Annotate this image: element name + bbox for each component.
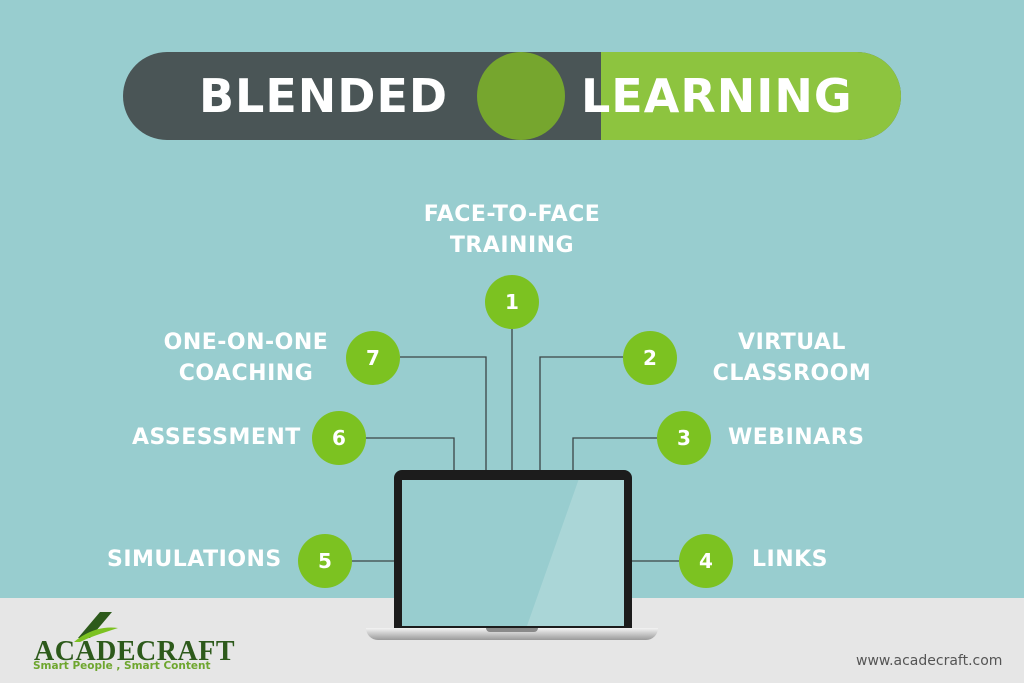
node-4-circle: 4 [679,534,733,588]
node-2-label: VIRTUAL CLASSROOM [712,330,872,386]
website-link[interactable]: www.acadecraft.com [856,653,1003,669]
node-6-label: ASSESSMENT [132,425,301,450]
title-divider-circle [477,52,565,140]
node-2-circle: 2 [623,331,677,385]
screen-glare [522,480,624,626]
laptop-base [366,628,658,640]
node-3-label: WEBINARS [728,425,865,450]
node-6-circle: 6 [312,411,366,465]
node-3-circle: 3 [657,411,711,465]
acadecraft-logo-icon [74,612,118,642]
node-5-circle: 5 [298,534,352,588]
node-4-label: LINKS [752,547,829,572]
connector-6 [366,437,455,470]
laptop-display [402,480,624,626]
title-banner: BLENDED LEARNING [123,52,901,140]
node-1-label: FACE-TO-FACE TRAINING [423,202,601,258]
brand-name: ACADECRAFT [34,636,235,667]
laptop-notch [486,628,538,632]
title-left-text: BLENDED [199,69,449,123]
laptop-screen [394,470,632,630]
connector-7 [400,356,487,470]
node-7-label: ONE-ON-ONE COACHING [163,330,329,386]
node-5-label: SIMULATIONS [107,547,282,572]
connector-3 [572,437,657,470]
title-right-text: LEARNING [581,69,853,123]
brand-tagline: Smart People , Smart Content [33,660,211,672]
node-7-circle: 7 [346,331,400,385]
title-right-segment [601,52,901,140]
connector-2 [539,356,623,470]
node-1-circle: 1 [485,275,539,329]
